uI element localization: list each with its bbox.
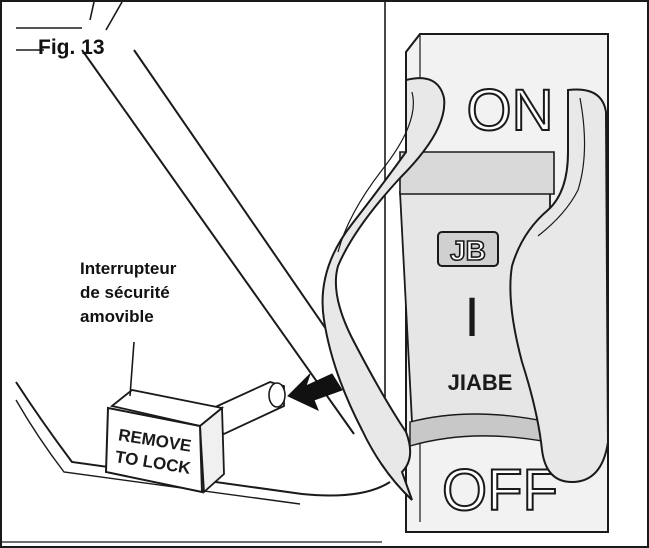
arrow-icon (287, 373, 343, 411)
off-label: OFF (442, 458, 558, 523)
callout-label: Interrupteur de sécurité amovible (80, 257, 176, 329)
brand-logo-box (437, 231, 499, 267)
safety-key-side (199, 406, 225, 494)
callout-leader-line (129, 341, 135, 397)
rocker-top (399, 151, 555, 195)
safety-key-front[interactable] (104, 406, 204, 494)
left-guard-wing (321, 77, 446, 501)
safety-key-stem-end (268, 382, 286, 408)
callout-line-3: amovible (80, 307, 154, 326)
brand-logo: JB (450, 235, 486, 266)
on-label: ON (467, 78, 554, 143)
callout-line-1: Interrupteur (80, 259, 177, 278)
tray-outline-inner (15, 399, 301, 505)
position-mark: I (464, 285, 480, 348)
guide-line (105, 2, 123, 31)
brand-name: JIABE (448, 370, 513, 395)
guide-line (89, 2, 95, 21)
housing-edge (81, 49, 355, 435)
figure-label: Fig. 13 (38, 36, 105, 59)
right-guard-highlight (537, 97, 586, 237)
left-guard-highlight (337, 91, 414, 253)
callout-line-2: de sécurité (80, 283, 170, 302)
right-guard-wing (509, 88, 610, 484)
